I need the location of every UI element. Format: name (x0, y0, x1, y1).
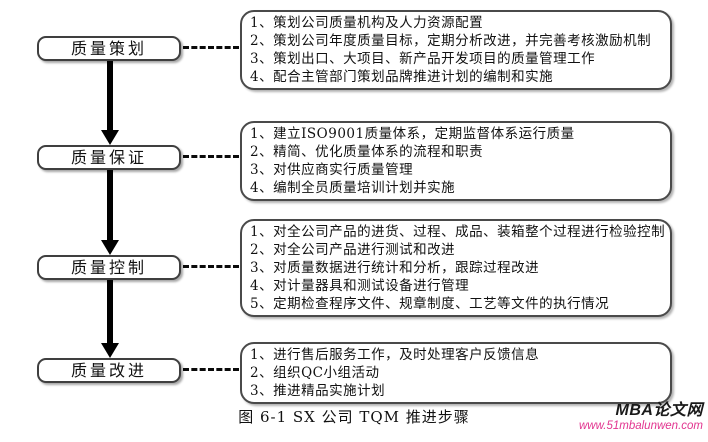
dashed-connector (183, 265, 239, 268)
task-panel-quality-assurance: 1、建立ISO9001质量体系，定期监督体系运行质量 2、精简、优化质量体系的流程… (240, 121, 672, 201)
down-arrow-icon (99, 170, 121, 255)
watermark: MBA论文网 www.51mbalunwen.com (579, 403, 703, 433)
stage-box-quality-assurance: 质量保证 (37, 145, 181, 170)
task-line: 3、推进精品实施计划 (250, 383, 386, 399)
task-line: 4、配合主管部门策划品牌推进计划的编制和实施 (250, 69, 554, 85)
arrow-stem (107, 280, 113, 343)
task-line: 5、定期检查程序文件、规章制度、工艺等文件的执行情况 (250, 296, 610, 312)
task-line: 1、对全公司产品的进货、过程、成品、装箱整个过程进行检验控制 (250, 224, 666, 240)
dashed-connector (183, 368, 239, 371)
stage-box-quality-control: 质量控制 (37, 255, 181, 280)
arrow-head (101, 130, 119, 145)
arrow-head (101, 343, 119, 358)
task-line: 4、编制全员质量培训计划并实施 (250, 180, 456, 196)
task-line: 2、对全公司产品进行测试和改进 (250, 242, 456, 258)
watermark-url: www.51mbalunwen.com (578, 420, 703, 432)
task-line: 2、策划公司年度质量目标，定期分析改进，并完善考核激励机制 (250, 33, 652, 49)
task-line: 1、进行售后服务工作，及时处理客户反馈信息 (250, 347, 540, 363)
task-line: 4、对计量器具和测试设备进行管理 (250, 278, 470, 294)
down-arrow-icon (99, 61, 121, 145)
task-line: 2、组织QC小组活动 (250, 365, 380, 381)
arrow-head (101, 240, 119, 255)
task-line: 1、策划公司质量机构及人力资源配置 (250, 15, 484, 31)
task-panel-quality-improvement: 1、进行售后服务工作，及时处理客户反馈信息 2、组织QC小组活动 3、推进精品实施计… (240, 342, 672, 404)
arrow-stem (107, 170, 113, 240)
task-line: 1、建立ISO9001质量体系，定期监督体系运行质量 (250, 126, 575, 142)
task-panel-quality-control: 1、对全公司产品的进货、过程、成品、装箱整个过程进行检验控制 2、对全公司产品进行… (240, 219, 672, 317)
stage-box-quality-planning: 质量策划 (37, 36, 181, 61)
task-line: 3、对质量数据进行统计和分析，跟踪过程改进 (250, 260, 540, 276)
figure-caption: 图 6-1 SX 公司 TQM 推进步骤 (238, 408, 470, 426)
task-line: 3、策划出口、大项目、新产品开发项目的质量管理工作 (250, 51, 596, 67)
arrow-stem (107, 61, 113, 130)
task-panel-quality-planning: 1、策划公司质量机构及人力资源配置 2、策划公司年度质量目标，定期分析改进，并完善… (240, 10, 672, 90)
down-arrow-icon (99, 280, 121, 358)
task-line: 2、精简、优化质量体系的流程和职责 (250, 144, 484, 160)
stage-box-quality-improvement: 质量改进 (37, 358, 181, 383)
dashed-connector (183, 46, 239, 49)
dashed-connector (183, 155, 239, 158)
task-line: 3、对供应商实行质量管理 (250, 162, 414, 178)
watermark-brand: MBA论文网 (615, 402, 703, 419)
